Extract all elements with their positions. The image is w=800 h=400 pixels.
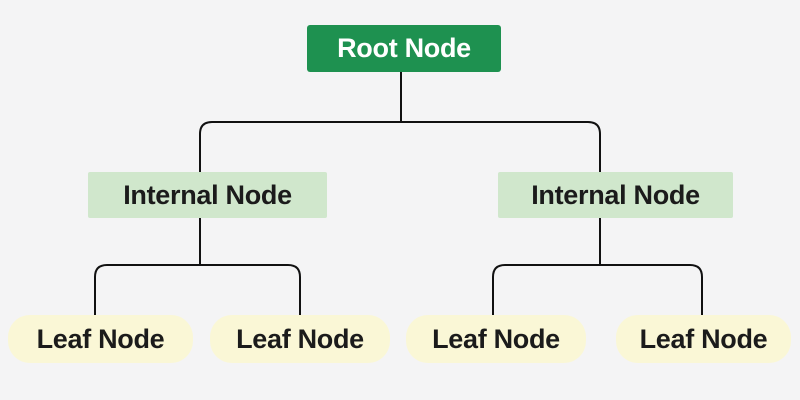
leaf-node-3: Leaf Node — [406, 315, 586, 363]
leaf-node-4: Leaf Node — [616, 315, 791, 363]
leaf-node-1: Leaf Node — [8, 315, 193, 363]
connector-internal-right-to-leaves — [492, 218, 703, 315]
internal-node-left: Internal Node — [88, 172, 327, 218]
connector-internal-left-to-leaves — [94, 218, 301, 315]
leaf-node-2: Leaf Node — [210, 315, 390, 363]
connector-root-to-internals — [199, 72, 601, 172]
internal-node-right: Internal Node — [498, 172, 733, 218]
root-node: Root Node — [307, 25, 501, 72]
